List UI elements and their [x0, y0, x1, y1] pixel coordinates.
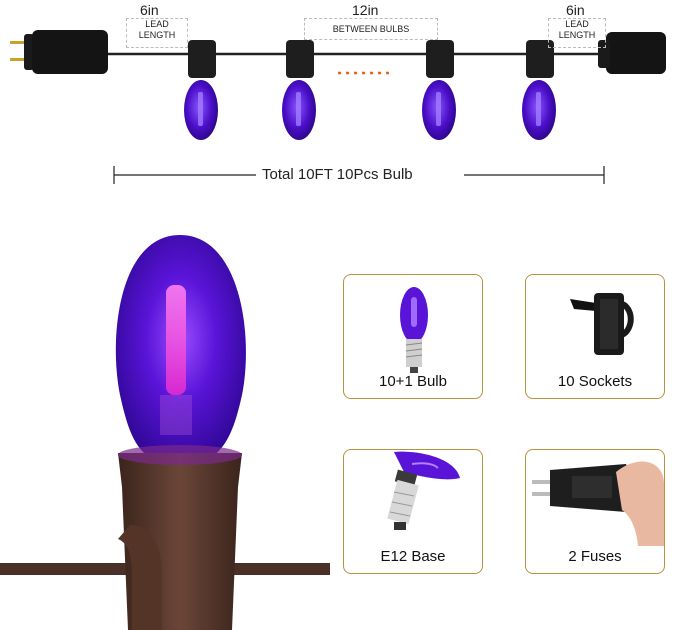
- feature-card-base: E12 Base: [343, 449, 483, 574]
- total-dimension-line: [113, 166, 605, 184]
- between-value: 12in: [352, 2, 379, 18]
- lead-left-label: LEAD LENGTH: [126, 18, 188, 48]
- bulb-closeup-svg: [0, 235, 330, 630]
- feature-card-socket: 10 Sockets: [525, 274, 665, 399]
- lead-left-label-line2: LENGTH: [138, 30, 176, 40]
- lead-right-label: LEAD LENGTH: [548, 18, 606, 48]
- lead-right-label-line2: LENGTH: [558, 30, 596, 40]
- filament: [166, 285, 186, 395]
- bulb-closeup-image: [0, 225, 330, 630]
- female-plug-icon: [598, 32, 666, 74]
- total-length-text: Total 10FT 10Pcs Bulb: [262, 166, 413, 183]
- lead-right-label-line1: LEAD: [565, 19, 589, 29]
- socket-clip: [118, 525, 162, 630]
- lead-left-label-line1: LEAD: [145, 19, 169, 29]
- lead-right-value: 6in: [566, 2, 585, 18]
- string-diagram-svg: [10, 30, 666, 184]
- string-light-diagram: 6in LEAD LENGTH 12in BETWEEN BULBS 6in L…: [0, 0, 679, 200]
- lead-left-value: 6in: [140, 2, 159, 18]
- male-plug-icon: [10, 30, 108, 74]
- bulb-3: [422, 40, 456, 140]
- socket-icon: [570, 293, 634, 355]
- feature-label-base: E12 Base: [380, 548, 446, 565]
- bulb-4: [522, 40, 556, 140]
- bulb-icon: [400, 287, 428, 373]
- feature-label-fuses: 2 Fuses: [568, 548, 622, 565]
- e12-base-icon: [387, 451, 460, 530]
- between-label: BETWEEN BULBS: [304, 18, 438, 40]
- feature-card-fuses: 2 Fuses: [525, 449, 665, 574]
- feature-label-bulb: 10+1 Bulb: [379, 373, 447, 390]
- feature-card-bulb: 10+1 Bulb: [343, 274, 483, 399]
- feature-label-socket: 10 Sockets: [557, 373, 633, 390]
- bulb-1: [184, 40, 218, 140]
- fuse-plug-icon: [532, 461, 664, 546]
- bulb-2: [282, 40, 316, 140]
